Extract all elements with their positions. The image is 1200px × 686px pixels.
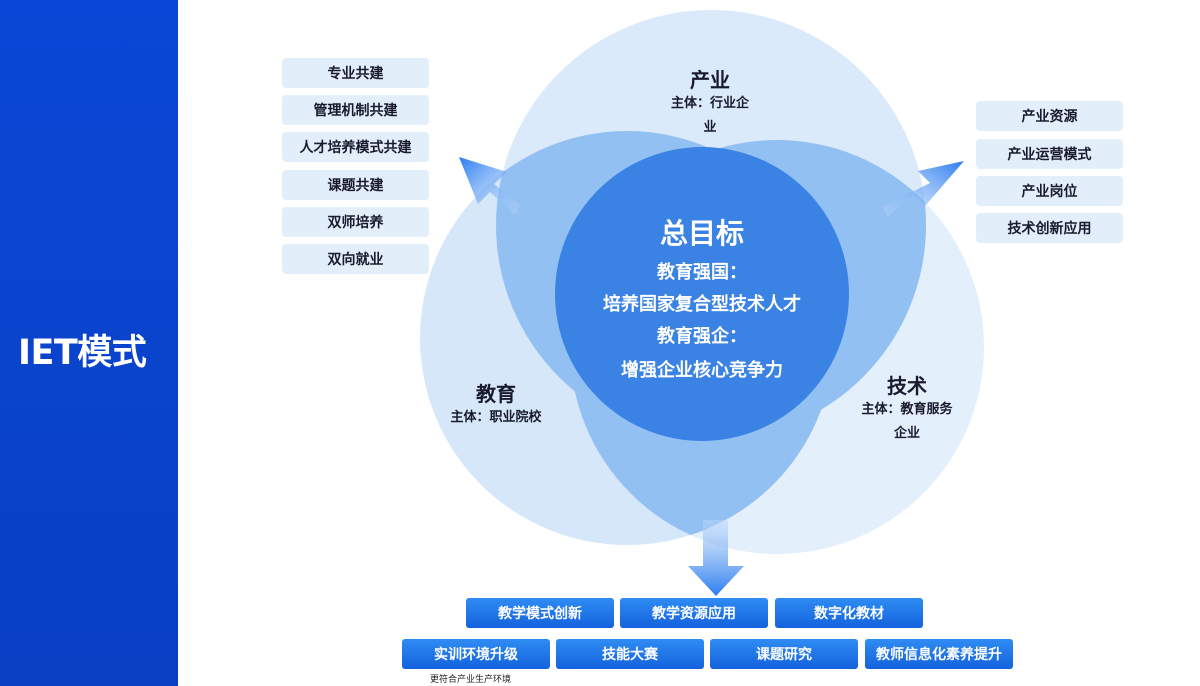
- industry-title: 产业: [690, 68, 730, 92]
- outcome-button: 数字化教材: [775, 598, 923, 628]
- sidebar: IET模式: [0, 0, 178, 686]
- technology-subtitle-2: 企业: [893, 426, 920, 441]
- left-tag: 双向就业: [282, 244, 429, 274]
- arrow-left-icon: [459, 157, 520, 215]
- outcome-button: 教师信息化素养提升: [865, 639, 1013, 669]
- industry-subtitle-1: 主体：行业企: [670, 96, 749, 111]
- arrow-down-icon: [688, 520, 744, 596]
- right-tag: 产业岗位: [976, 176, 1123, 206]
- left-tag: 双师培养: [282, 207, 429, 237]
- left-tag: 专业共建: [282, 58, 429, 88]
- technology-subtitle-1: 主体：教育服务: [861, 402, 953, 417]
- center-line-3: 教育强企：: [657, 326, 747, 347]
- outcome-button: 教学资源应用: [620, 598, 768, 628]
- outcome-button: 课题研究: [710, 639, 858, 669]
- training-env-note: 更符合产业生产环境: [430, 675, 512, 685]
- center-goal-circle: [555, 147, 849, 441]
- right-tag: 产业资源: [976, 101, 1123, 131]
- industry-subtitle-2: 业: [703, 120, 717, 135]
- right-tag: 技术创新应用: [976, 213, 1123, 243]
- education-subtitle: 主体：职业院校: [450, 410, 542, 425]
- sidebar-title: IET模式: [18, 333, 147, 373]
- right-tag: 产业运营模式: [976, 139, 1123, 169]
- center-line-4: 增强企业核心竞争力: [621, 360, 783, 381]
- outcome-button: 教学模式创新: [466, 598, 614, 628]
- technology-title: 技术: [887, 374, 927, 398]
- center-line-1: 教育强国：: [657, 262, 747, 283]
- center-line-2: 培养国家复合型技术人才: [603, 294, 801, 315]
- education-title: 教育: [476, 382, 516, 406]
- left-tag: 管理机制共建: [282, 95, 429, 125]
- center-title: 总目标: [659, 217, 744, 250]
- outcome-button: 技能大赛: [556, 639, 704, 669]
- left-tag: 人才培养模式共建: [282, 132, 429, 162]
- outcome-button: 实训环境升级: [402, 639, 550, 669]
- arrow-right-icon: [882, 161, 964, 217]
- left-tag: 课题共建: [282, 170, 429, 200]
